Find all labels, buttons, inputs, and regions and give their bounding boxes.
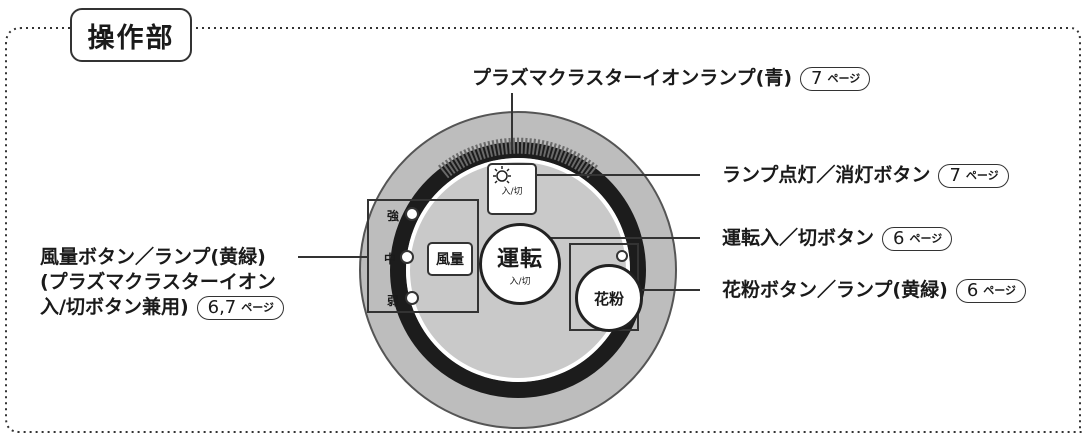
page-number: 7 (949, 164, 961, 186)
power-button[interactable]: 運転 入/切 (479, 223, 561, 305)
page-number: 6 (966, 279, 979, 301)
page-unit: ページ (983, 283, 1017, 297)
page-number: 6,7 (207, 296, 237, 318)
speed-label-weak: 弱 (387, 294, 400, 308)
lamp-toggle-button[interactable]: 入/切 (487, 163, 537, 215)
pollen-button[interactable]: 花粉 (575, 264, 643, 332)
callout-lamp-button: ランプ点灯／消灯ボタン 7 ページ (722, 163, 1009, 188)
callout-fan-line3: 入/切ボタン兼用) 6,7 ページ (40, 295, 285, 320)
page-ref-fan-button[interactable]: 6,7 ページ (196, 295, 285, 320)
fan-speed-button[interactable]: 風量 (427, 242, 473, 276)
callout-plasma-lamp-text: プラズマクラスターイオンランプ(青) (472, 67, 793, 89)
power-button-caption: 入/切 (509, 277, 531, 287)
plasma-lamp-arc (438, 137, 598, 179)
callout-power-button-text: 運転入／切ボタン (722, 227, 875, 249)
page-unit: ページ (965, 168, 999, 182)
power-button-label: 運転 (496, 247, 543, 272)
page-number: 6 (893, 227, 905, 249)
lamp-icon (493, 166, 511, 184)
page-unit: ページ (909, 231, 943, 245)
page-ref-plasma[interactable]: 7 ページ (800, 66, 871, 91)
page-ref-power-button[interactable]: 6 ページ (882, 226, 953, 251)
dotted-frame (5, 27, 1084, 433)
page-ref-pollen-button[interactable]: 6 ページ (955, 278, 1027, 303)
page-number: 7 (811, 67, 823, 89)
speed-lamp-mid (400, 250, 414, 264)
callout-fan-line3-text: 入/切ボタン兼用) (40, 296, 189, 318)
callout-fan-line2: (プラズマクラスターイオン (40, 271, 276, 293)
speed-lamp-strong (405, 207, 419, 221)
callout-pollen-button-text: 花粉ボタン／ランプ(黄緑) (722, 279, 948, 301)
lamp-button-caption: 入/切 (501, 186, 523, 197)
callout-fan-line1: 風量ボタン／ランプ(黄緑) (40, 246, 266, 268)
callout-lamp-button-text: ランプ点灯／消灯ボタン (722, 164, 931, 186)
section-title: 操作部 (70, 8, 192, 62)
callout-plasma-lamp: プラズマクラスターイオンランプ(青) 7 ページ (472, 66, 871, 91)
page-unit: ページ (241, 300, 275, 314)
speed-label-mid: 中 (384, 252, 397, 266)
page-ref-lamp-button[interactable]: 7 ページ (938, 163, 1009, 188)
callout-power-button: 運転入／切ボタン 6 ページ (722, 226, 953, 251)
speed-label-strong: 強 (387, 209, 400, 223)
speed-lamp-weak (405, 291, 419, 305)
page-unit: ページ (827, 71, 861, 85)
callout-pollen-button: 花粉ボタン／ランプ(黄緑) 6 ページ (722, 278, 1027, 303)
pollen-lamp (616, 250, 628, 262)
